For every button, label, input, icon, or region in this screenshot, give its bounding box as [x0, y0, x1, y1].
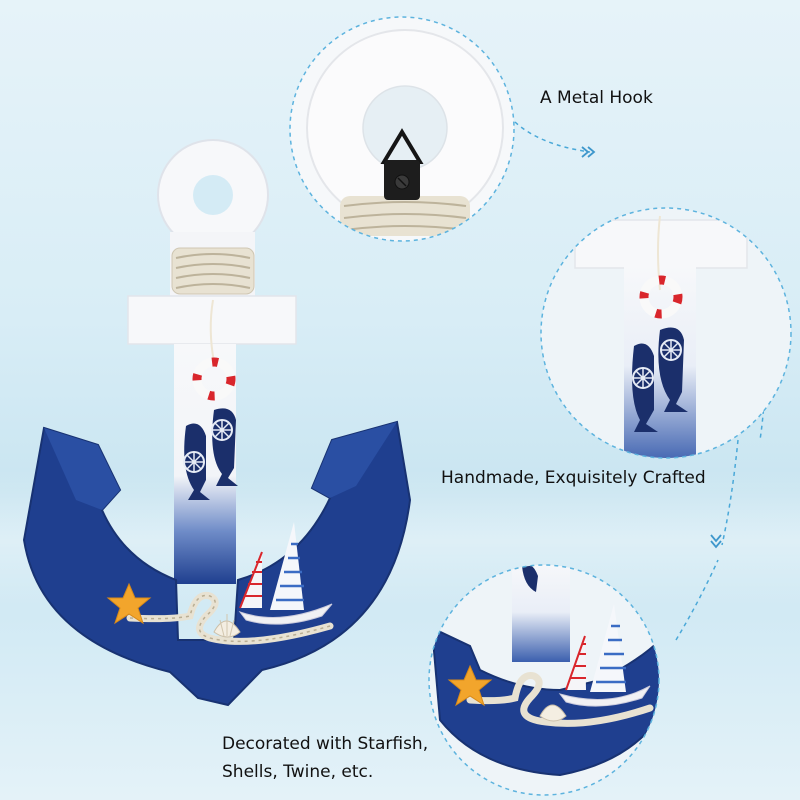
detail-hook-circle [289, 16, 515, 242]
callout-decorations-line-1: Decorated with Starfish, [222, 734, 429, 754]
starfish-icon [106, 582, 152, 625]
anchor-main [22, 139, 412, 707]
callout-metal-hook: A Metal Hook [540, 88, 653, 108]
life-ring-icon [192, 357, 236, 401]
callout-decorations-line-2: Shells, Twine, etc. [222, 762, 374, 782]
metal-hook-icon [380, 128, 424, 200]
detail-craft-circle [540, 207, 792, 459]
ship-wheel-icon [183, 419, 233, 473]
sailboat-icon [238, 522, 333, 625]
rope-wrap-icon [171, 247, 255, 295]
callout-handmade: Handmade, Exquisitely Crafted [441, 468, 706, 488]
rope-twine-icon [126, 591, 334, 645]
anchor-ring-icon [157, 139, 269, 251]
seashell-icon [213, 614, 241, 638]
chevron-arrow-icon [581, 146, 722, 549]
detail-decor-circle [428, 564, 660, 796]
ship-wheel-detail-icon [632, 339, 682, 389]
callout-decorations: Decorated with Starfish, Shells, Twine, … [222, 730, 428, 786]
